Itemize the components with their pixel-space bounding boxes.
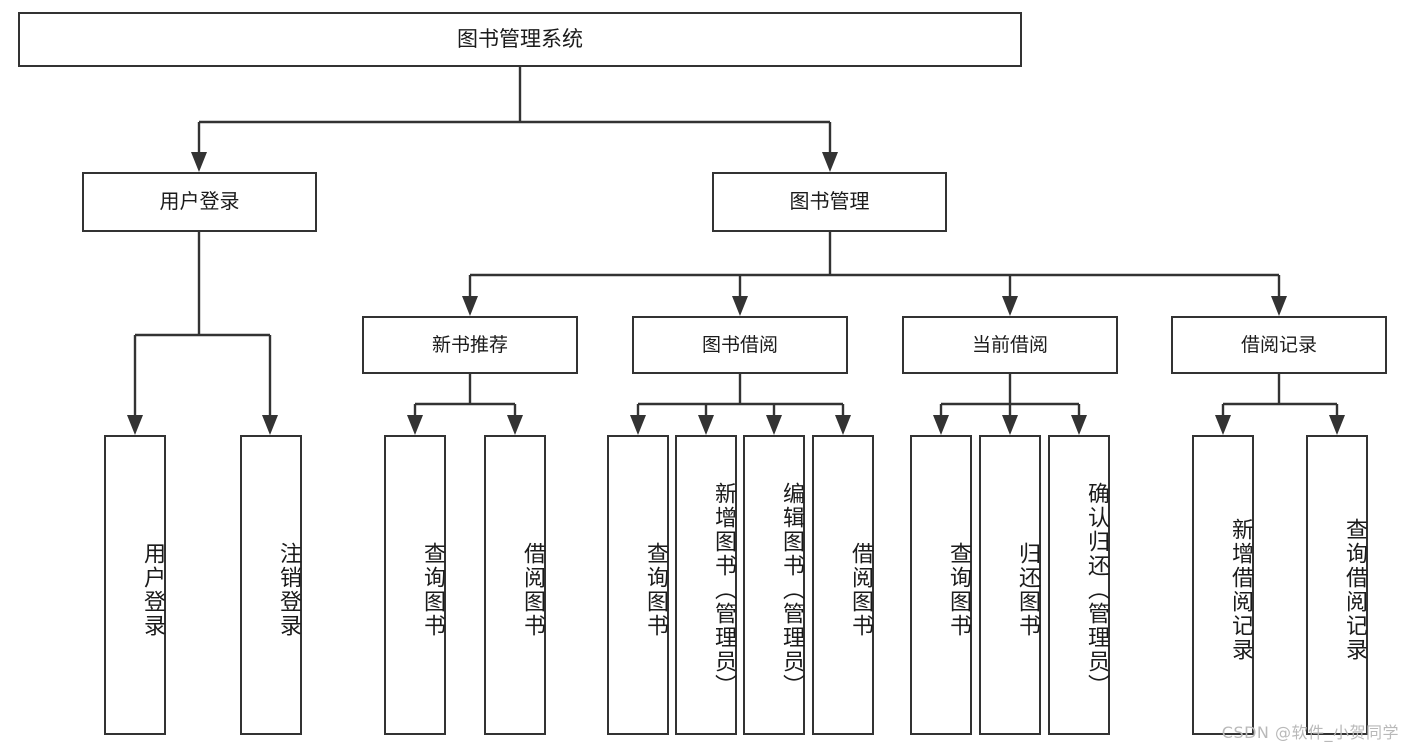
arrow-bm-d3 (1002, 296, 1018, 316)
arrow-bb-d2 (698, 415, 714, 435)
arrow-userlogin-d2 (262, 415, 278, 435)
leaf-logout-label: 注销登录 (276, 542, 301, 638)
arrow-bb-d3 (766, 415, 782, 435)
leaf-add-book[interactable]: 新增图书（管理员） (675, 435, 737, 735)
node-current-borrow[interactable]: 当前借阅 (902, 316, 1118, 374)
arrow-nb-d2 (507, 415, 523, 435)
arrow-root-to-book-manage (822, 152, 838, 172)
leaf-add-book-label: 新增图书（管理员） (711, 482, 736, 698)
arrow-userlogin-d1 (127, 415, 143, 435)
node-user-login-label: 用户登录 (159, 189, 240, 214)
leaf-borrow-book-2[interactable]: 借阅图书 (812, 435, 874, 735)
leaf-borrow-book-2-label: 借阅图书 (848, 542, 873, 638)
node-book-manage[interactable]: 图书管理 (712, 172, 947, 232)
arrow-br-d2 (1329, 415, 1345, 435)
leaf-user-login[interactable]: 用户登录 (104, 435, 166, 735)
leaf-query-book-3[interactable]: 查询图书 (910, 435, 972, 735)
leaf-query-book-3-label: 查询图书 (946, 542, 971, 638)
node-borrow-record-label: 借阅记录 (1240, 333, 1317, 356)
node-book-borrow[interactable]: 图书借阅 (632, 316, 848, 374)
arrow-bb-d1 (630, 415, 646, 435)
leaf-confirm-return[interactable]: 确认归还（管理员） (1048, 435, 1110, 735)
node-book-manage-label: 图书管理 (789, 189, 870, 214)
leaf-logout[interactable]: 注销登录 (240, 435, 302, 735)
leaf-query-book-2[interactable]: 查询图书 (607, 435, 669, 735)
leaf-return-book-label: 归还图书 (1015, 542, 1040, 638)
node-root-label: 图书管理系统 (457, 27, 583, 52)
arrow-cb-d1 (933, 415, 949, 435)
node-book-borrow-label: 图书借阅 (701, 333, 778, 356)
leaf-add-record[interactable]: 新增借阅记录 (1192, 435, 1254, 735)
node-current-borrow-label: 当前借阅 (971, 333, 1048, 356)
leaf-edit-book[interactable]: 编辑图书（管理员） (743, 435, 805, 735)
leaf-query-book-1-label: 查询图书 (420, 542, 445, 638)
leaf-add-record-label: 新增借阅记录 (1228, 518, 1253, 662)
leaf-query-record[interactable]: 查询借阅记录 (1306, 435, 1368, 735)
arrow-bb-d4 (835, 415, 851, 435)
node-new-book-rec[interactable]: 新书推荐 (362, 316, 578, 374)
node-borrow-record[interactable]: 借阅记录 (1171, 316, 1387, 374)
leaf-edit-book-label: 编辑图书（管理员） (779, 482, 804, 698)
arrow-bm-d4 (1271, 296, 1287, 316)
node-user-login[interactable]: 用户登录 (82, 172, 317, 232)
leaf-borrow-book-1[interactable]: 借阅图书 (484, 435, 546, 735)
node-new-book-rec-label: 新书推荐 (431, 333, 508, 356)
arrow-cb-d2 (1002, 415, 1018, 435)
leaf-query-record-label: 查询借阅记录 (1342, 518, 1367, 662)
leaf-return-book[interactable]: 归还图书 (979, 435, 1041, 735)
arrow-bm-d2 (732, 296, 748, 316)
arrow-bm-d1 (462, 296, 478, 316)
leaf-confirm-return-label: 确认归还（管理员） (1084, 482, 1109, 698)
node-root[interactable]: 图书管理系统 (18, 12, 1022, 67)
arrow-nb-d1 (407, 415, 423, 435)
leaf-borrow-book-1-label: 借阅图书 (520, 542, 545, 638)
leaf-query-book-1[interactable]: 查询图书 (384, 435, 446, 735)
leaf-user-login-label: 用户登录 (140, 542, 165, 638)
arrow-root-to-user-login (191, 152, 207, 172)
watermark: CSDN @软件_小贺同学 (1221, 723, 1399, 742)
arrow-cb-d3 (1071, 415, 1087, 435)
arrow-br-d1 (1215, 415, 1231, 435)
leaf-query-book-2-label: 查询图书 (643, 542, 668, 638)
